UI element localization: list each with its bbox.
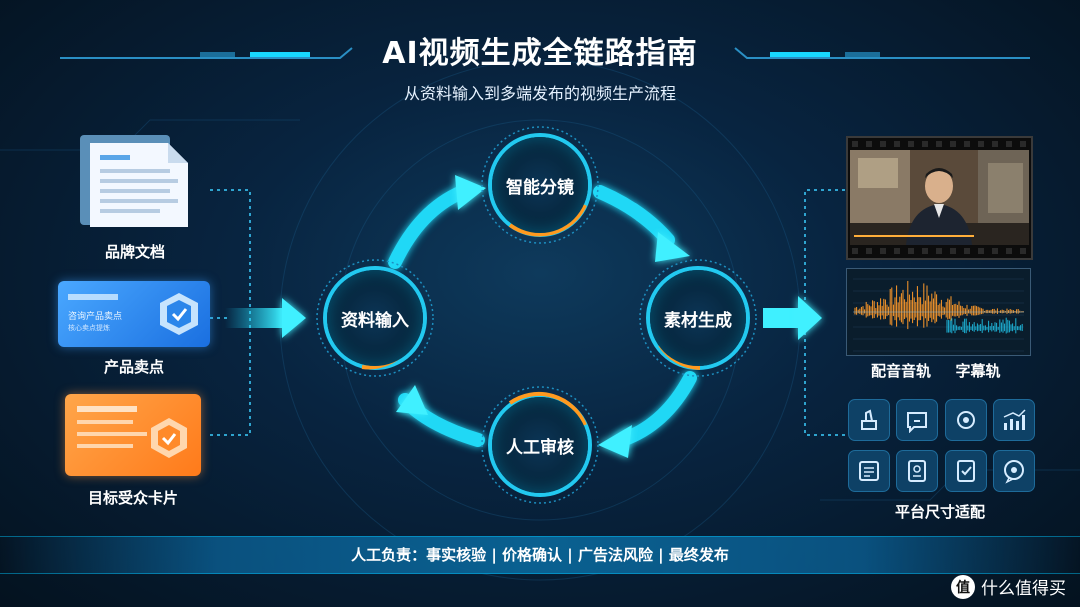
node-rings	[316, 126, 757, 504]
watermark-text: 什么值得买	[981, 579, 1066, 599]
input-label-brand-docs: 品牌文档	[104, 243, 165, 261]
share-icon	[848, 399, 890, 441]
input-label-product-points: 产品卖点	[103, 358, 164, 376]
footer-bar	[0, 536, 1080, 574]
audience-card-icon	[65, 394, 201, 476]
badge-icon	[896, 450, 938, 492]
video-preview	[846, 136, 1033, 260]
node-human-review: 人工审核	[492, 397, 588, 493]
cloud-icon	[945, 399, 987, 441]
shield-check-icon	[160, 293, 198, 335]
output-arrow	[763, 296, 822, 340]
page-subtitle: 从资料输入到多端发布的视频生产流程	[403, 84, 676, 103]
footer-text: 人工负责：事实核验 | 价格确认 | 广告法风险 | 最终发布	[351, 546, 729, 564]
watermark: 值 什么值得买	[951, 574, 1066, 599]
stats-icon	[993, 399, 1035, 441]
list-icon	[848, 450, 890, 492]
check-icon	[945, 450, 987, 492]
cycle-arrowheads	[396, 175, 690, 458]
audio-waveform-panel	[846, 268, 1031, 356]
track-label-voiceover: 配音音轨	[870, 362, 931, 380]
node-material-input: 资料输入	[327, 270, 423, 366]
watermark-logo: 值	[951, 574, 975, 599]
message-icon	[896, 399, 938, 441]
shield-check-orange-icon	[151, 418, 187, 458]
input-label-audience-card: 目标受众卡片	[87, 489, 178, 507]
product-card-line-2: 核心卖点提炼	[68, 324, 110, 332]
document-icon	[80, 135, 190, 230]
film-frame-image	[848, 138, 1031, 258]
platform-adaptation-label: 平台尺寸适配	[894, 503, 985, 521]
product-card-line-1: 咨询产品卖点	[68, 312, 123, 322]
node-asset-generation: 素材生成	[650, 270, 746, 366]
node-storyboard: 智能分镜	[492, 137, 588, 233]
product-card-icon: 咨询产品卖点 核心卖点提炼	[58, 281, 210, 347]
eye-icon	[993, 450, 1035, 492]
header-decor	[60, 47, 1030, 59]
page-title: AI视频生成全链路指南	[382, 36, 698, 71]
waveform-image	[847, 269, 1030, 355]
track-label-subtitle: 字幕轨	[955, 362, 1001, 380]
input-arrow	[225, 298, 306, 338]
